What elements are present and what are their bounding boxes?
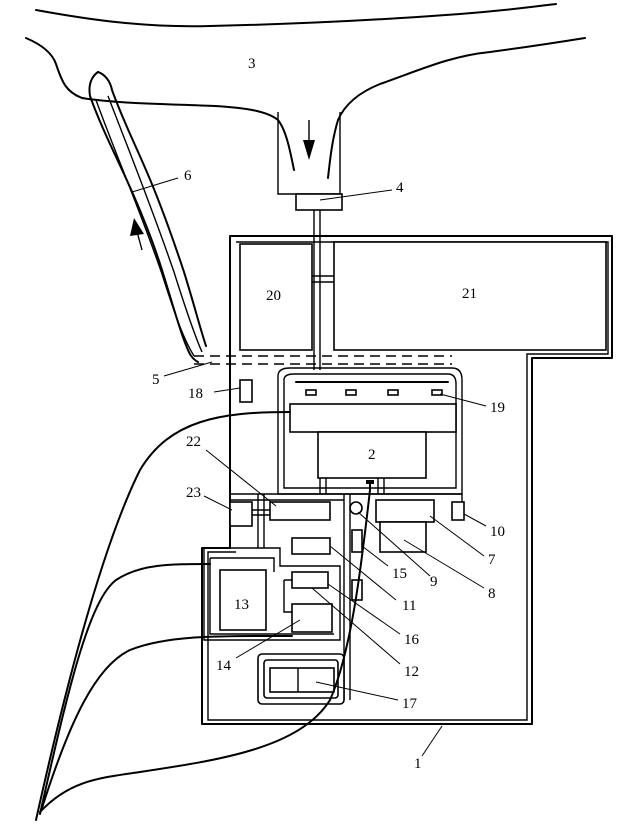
label-22: 22 bbox=[186, 434, 201, 450]
label-11: 11 bbox=[402, 598, 416, 614]
return-channel-line-b bbox=[107, 95, 203, 353]
hall-enclosure-inner bbox=[283, 373, 457, 489]
river-lower-bank-right bbox=[327, 37, 586, 179]
leader-12 bbox=[311, 587, 401, 665]
leader-4 bbox=[319, 189, 393, 201]
building-20 bbox=[239, 243, 313, 351]
machine-2 bbox=[317, 431, 427, 479]
leader-16 bbox=[327, 583, 401, 635]
leader-8 bbox=[403, 539, 485, 589]
hall-enclosure-outer bbox=[277, 367, 463, 495]
pipe-lower-run bbox=[230, 493, 463, 502]
cable-line-1 bbox=[35, 411, 291, 821]
machine-2-top bbox=[289, 403, 457, 433]
leader-17 bbox=[315, 681, 399, 701]
label-1: 1 bbox=[414, 756, 422, 772]
label-6: 6 bbox=[184, 168, 192, 184]
intake-4 bbox=[295, 193, 343, 211]
flow-arrow-up-icon bbox=[130, 218, 144, 236]
leader-14 bbox=[235, 619, 301, 659]
slot-19-b bbox=[345, 389, 357, 396]
label-2: 2 bbox=[368, 447, 376, 463]
unit-23 bbox=[229, 501, 253, 527]
enclosure-13-inner bbox=[209, 557, 334, 635]
label-9: 9 bbox=[430, 574, 438, 590]
label-18: 18 bbox=[188, 386, 203, 402]
label-3: 3 bbox=[248, 56, 256, 72]
label-10: 10 bbox=[490, 524, 505, 540]
pipe-22-riser bbox=[257, 494, 265, 548]
leader-11 bbox=[329, 545, 397, 601]
unit-10 bbox=[451, 501, 465, 521]
label-4: 4 bbox=[396, 180, 404, 196]
leader-7 bbox=[429, 515, 485, 557]
pipe-2-left bbox=[319, 478, 327, 494]
leader-9 bbox=[357, 511, 431, 577]
unit-9 bbox=[349, 501, 363, 515]
label-7: 7 bbox=[488, 552, 496, 568]
leader-5 bbox=[163, 361, 213, 377]
cable-line-2 bbox=[39, 563, 211, 815]
return-channel-inner bbox=[97, 71, 207, 347]
cable-end-marker bbox=[366, 480, 374, 484]
leader-6 bbox=[131, 177, 179, 193]
building-21 bbox=[333, 241, 607, 351]
unit-11 bbox=[291, 537, 331, 555]
label-23: 23 bbox=[186, 485, 201, 501]
label-16: 16 bbox=[404, 632, 420, 648]
flow-arrow-down-icon bbox=[303, 140, 315, 160]
return-channel-line-a bbox=[95, 99, 195, 357]
site-boundary-inner bbox=[207, 241, 609, 721]
unit-18 bbox=[239, 379, 253, 403]
leader-22 bbox=[205, 449, 277, 507]
unit-7 bbox=[375, 499, 435, 523]
slot-19-c bbox=[387, 389, 399, 396]
river-upper-bank bbox=[35, 3, 557, 28]
connector-23-22 bbox=[252, 509, 270, 516]
label-15: 15 bbox=[392, 566, 407, 582]
leader-23 bbox=[203, 495, 233, 511]
label-21: 21 bbox=[462, 286, 477, 302]
label-20: 20 bbox=[266, 288, 281, 304]
leader-15 bbox=[361, 545, 389, 567]
label-8: 8 bbox=[488, 586, 496, 602]
enclosure-13-outer bbox=[203, 547, 341, 641]
label-19: 19 bbox=[490, 400, 505, 416]
leader-18 bbox=[213, 387, 241, 393]
unit-16 bbox=[291, 571, 329, 589]
slot-19-d bbox=[431, 389, 443, 396]
return-channel-outer bbox=[88, 71, 199, 363]
label-12: 12 bbox=[404, 664, 419, 680]
unit-17 bbox=[269, 667, 335, 693]
slot-19-a bbox=[305, 389, 317, 396]
cable-line-3 bbox=[41, 634, 293, 809]
unit-14 bbox=[291, 603, 333, 633]
leader-1 bbox=[421, 725, 443, 757]
label-17: 17 bbox=[402, 696, 418, 712]
unit-15 bbox=[351, 529, 363, 553]
pipe-2-right bbox=[377, 478, 385, 494]
label-5: 5 bbox=[152, 372, 160, 388]
label-14: 14 bbox=[216, 658, 232, 674]
unit-22 bbox=[269, 501, 331, 521]
connector-16-14 bbox=[283, 579, 292, 613]
cable-line-4 bbox=[39, 481, 371, 813]
leader-10 bbox=[463, 513, 487, 527]
unit-13 bbox=[219, 569, 267, 631]
leader-19 bbox=[439, 393, 487, 407]
label-13: 13 bbox=[234, 597, 249, 613]
unit-8 bbox=[379, 521, 427, 553]
